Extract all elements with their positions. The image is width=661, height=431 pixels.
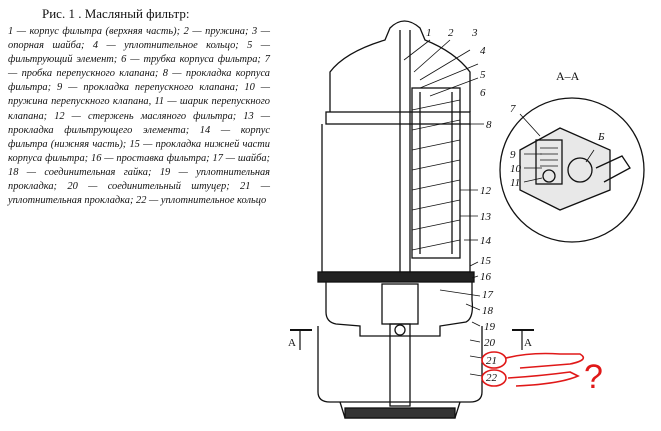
callout-19: 19 xyxy=(484,321,496,333)
section-mark-left: А xyxy=(288,337,296,349)
callout-12: 12 xyxy=(480,185,492,197)
connector-body xyxy=(317,326,483,403)
circle-22 xyxy=(481,369,507,387)
filter-top-cap xyxy=(329,20,471,112)
housing-band xyxy=(325,111,471,125)
callout-1: 1 xyxy=(426,27,432,39)
section-callouts: 7 9 10 11 xyxy=(510,103,522,189)
callout-10: 10 xyxy=(510,163,522,175)
callout-8: 8 xyxy=(486,119,492,131)
parts-legend: 1 — корпус фильтра (верхняя часть); 2 — … xyxy=(8,26,270,207)
section-view xyxy=(499,97,645,243)
callout-22: 22 xyxy=(486,372,498,384)
valve-spring xyxy=(540,147,558,167)
callout-9: 9 xyxy=(510,149,516,161)
callout-20: 20 xyxy=(484,337,496,349)
callout-6: 6 xyxy=(480,87,486,99)
bypass-ball xyxy=(542,169,556,183)
callout-21: 21 xyxy=(486,355,497,367)
figure-title: Рис. 1 . Масляный фильтр: xyxy=(42,6,190,21)
filter-stem xyxy=(381,283,419,325)
callout-14: 14 xyxy=(480,235,492,247)
lower-body xyxy=(325,282,474,337)
filter-element xyxy=(411,87,461,259)
red-annotation: ? xyxy=(481,351,603,396)
filter-housing xyxy=(321,124,471,273)
union-fitting xyxy=(389,323,411,407)
callout-2: 2 xyxy=(448,27,454,39)
valve-body xyxy=(519,127,611,211)
section-letter-b: Б xyxy=(597,131,605,143)
main-callouts: 1 2 3 4 5 6 8 12 13 14 15 16 17 18 19 20… xyxy=(426,27,498,384)
callout-4: 4 xyxy=(480,45,486,57)
callout-16: 16 xyxy=(480,271,492,283)
base-plate xyxy=(344,407,456,419)
callout-11: 11 xyxy=(510,177,520,189)
bypass-valve xyxy=(535,139,563,185)
section-mark-right: А xyxy=(524,337,532,349)
callout-7: 7 xyxy=(510,103,516,115)
figure-caption: Рис. 1 . Масляный фильтр: 1 — корпус фил… xyxy=(8,6,270,208)
callout-17: 17 xyxy=(482,289,494,301)
question-mark: ? xyxy=(584,358,603,396)
pointing-hand xyxy=(505,352,585,387)
callout-18: 18 xyxy=(482,305,494,317)
lower-flange xyxy=(317,271,475,283)
callout-5: 5 xyxy=(480,69,486,81)
circle-21 xyxy=(481,351,507,369)
callout-3: 3 xyxy=(471,27,478,39)
callout-13: 13 xyxy=(480,211,492,223)
callout-15: 15 xyxy=(480,255,492,267)
section-label: А–А xyxy=(556,69,580,83)
